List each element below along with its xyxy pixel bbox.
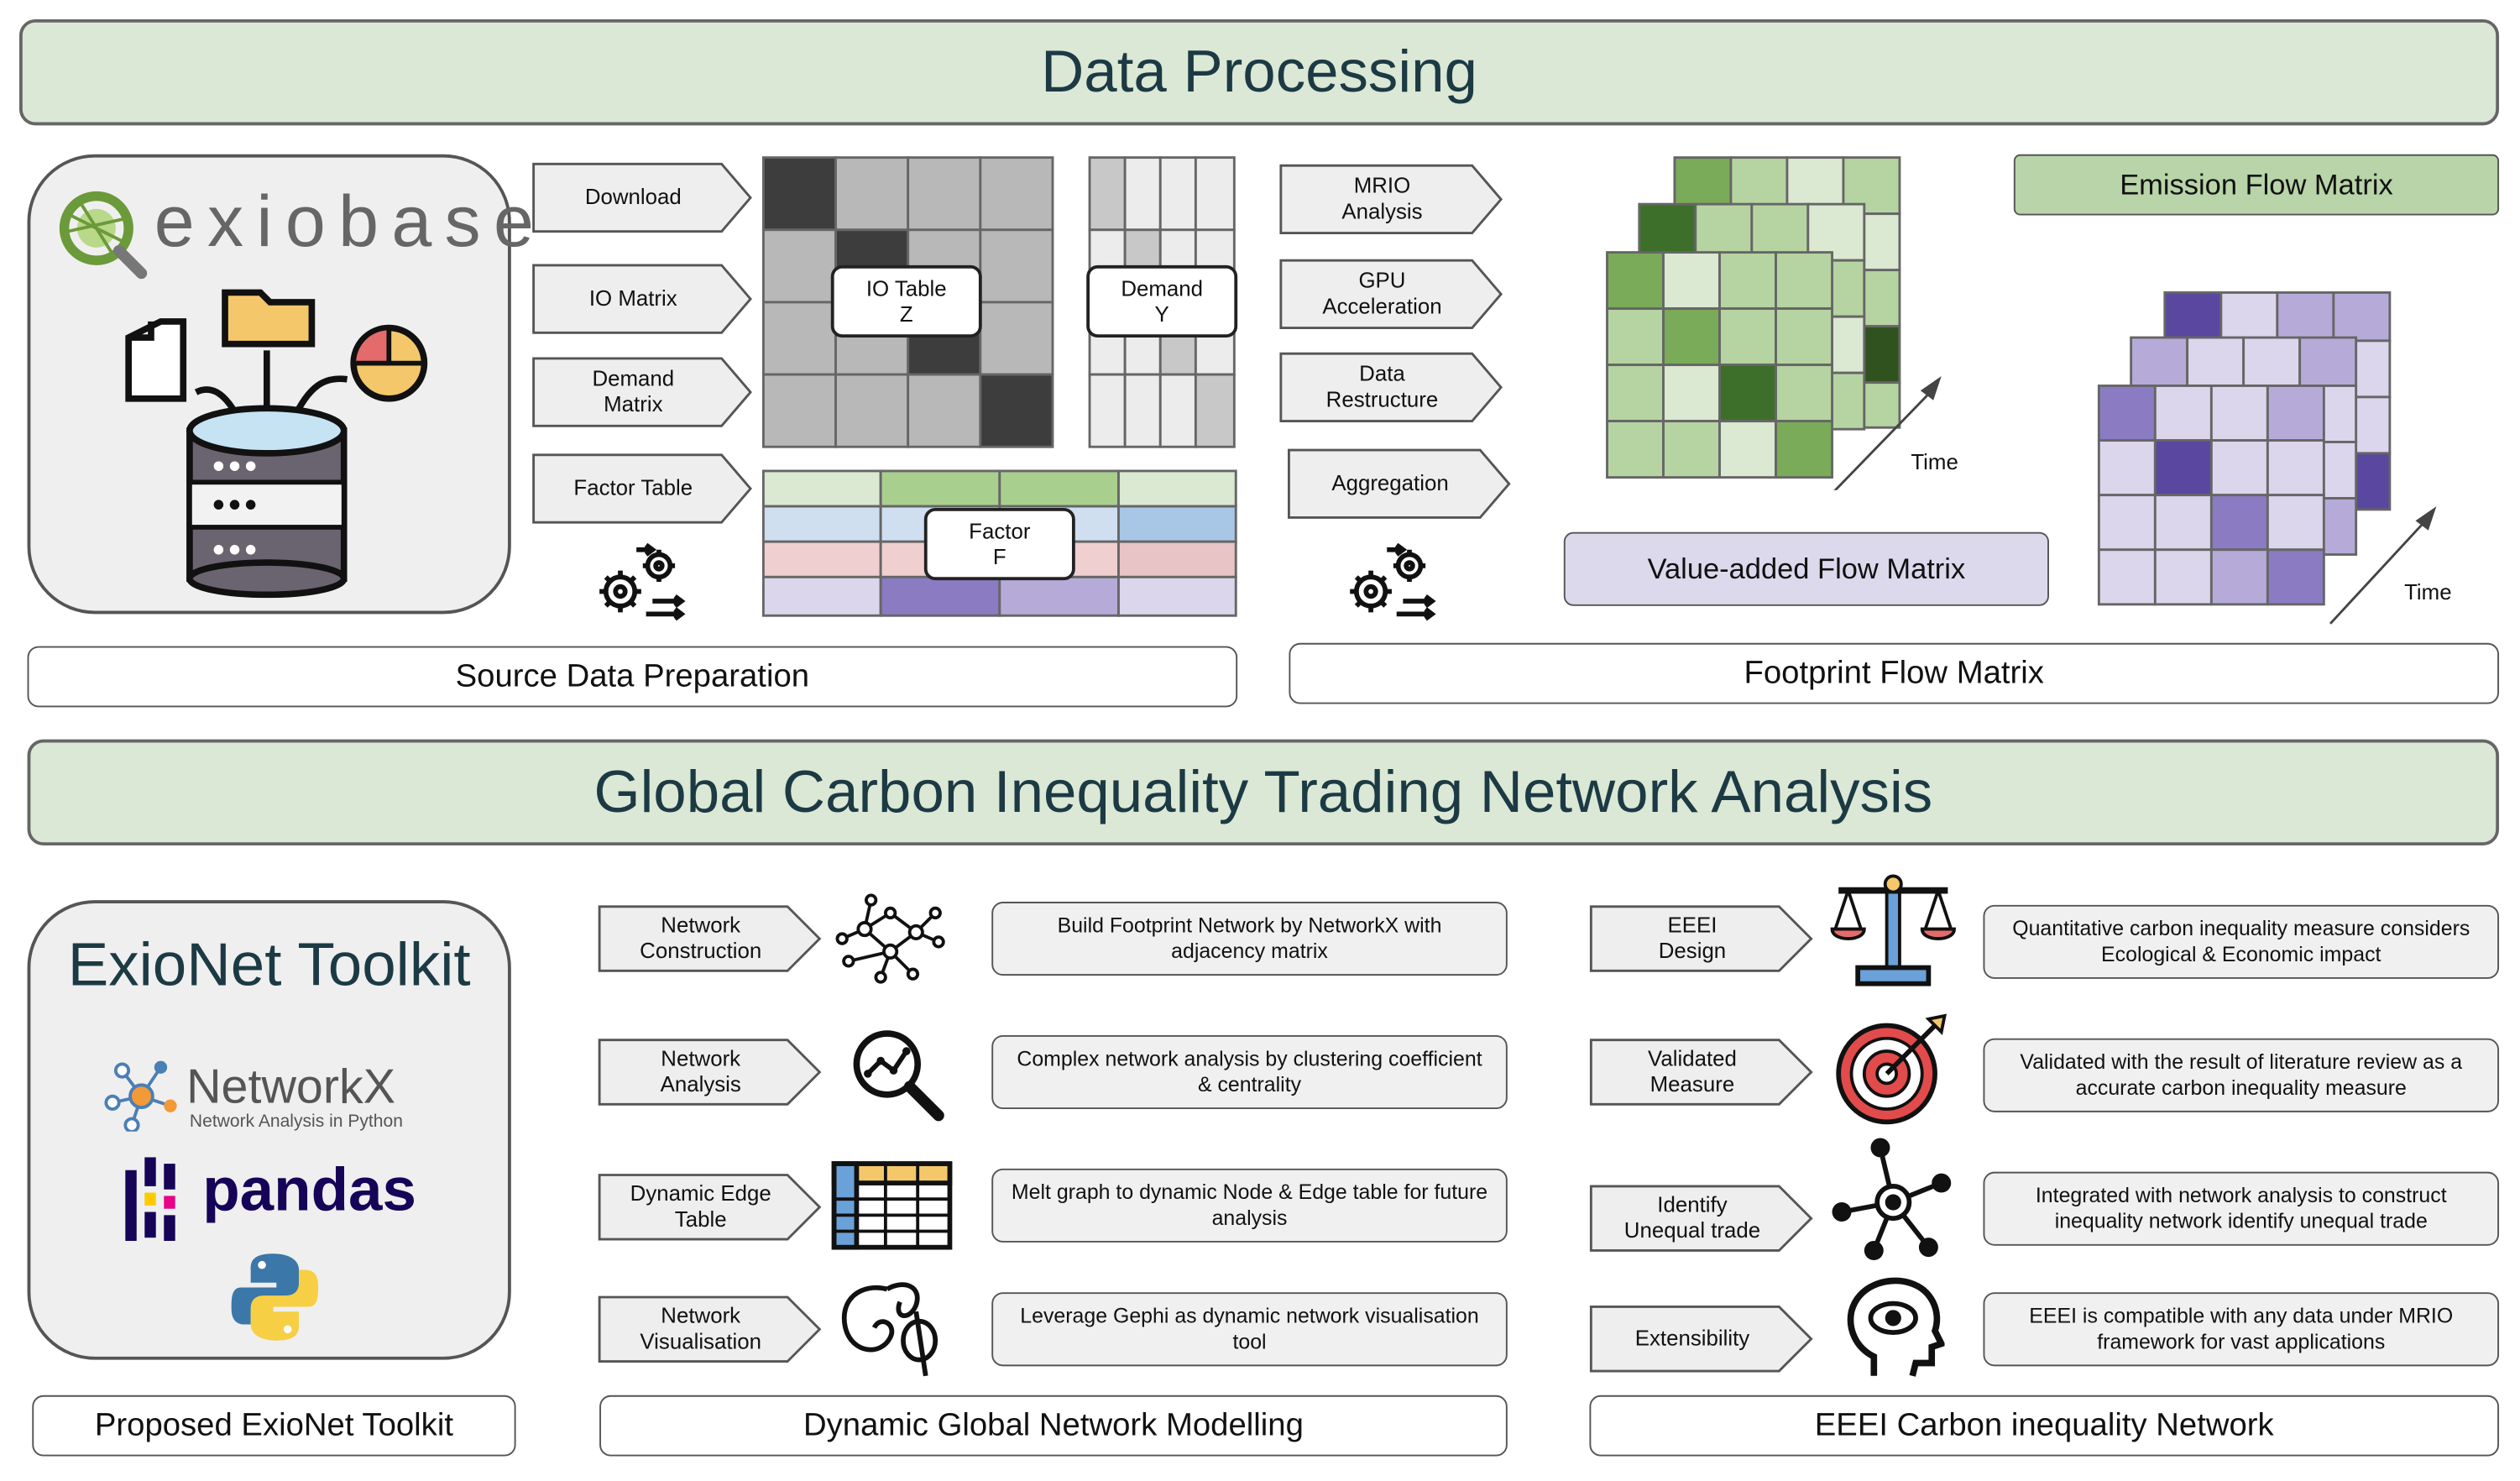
- eeei-caption: EEEI Carbon inequality Network: [1589, 1395, 2500, 1457]
- eeei-step-label: EEEI Design: [1658, 913, 1727, 963]
- time-label-green: Time: [1911, 450, 1958, 474]
- toolkit-panel: [27, 900, 511, 1360]
- dynamic-caption: Dynamic Global Network Modelling: [599, 1395, 1508, 1457]
- network-description: Complex network analysis by clustering c…: [991, 1034, 1508, 1110]
- toolkit-caption: Proposed ExioNet Toolkit: [32, 1395, 516, 1457]
- gears-icon: [1350, 542, 1436, 621]
- network-step-label: Network Analysis: [660, 1046, 741, 1096]
- eeei-step-label: Validated Measure: [1648, 1046, 1737, 1096]
- source-prep-caption: Source Data Preparation: [27, 646, 1238, 708]
- eeei-description: Integrated with network analysis to cons…: [1983, 1171, 2500, 1246]
- database-icon: [125, 289, 428, 599]
- network-step-label: Network Construction: [640, 913, 762, 963]
- network-step-arrow: [598, 905, 822, 972]
- network-step-arrow: [598, 1039, 822, 1106]
- source-step-arrow-io-matrix: [532, 264, 752, 334]
- gephi-icon: [841, 1282, 938, 1377]
- eeei-step-arrow: [1589, 1306, 1813, 1373]
- data-processing-banner: Data Processing: [18, 18, 2500, 126]
- source-step-label: Download: [584, 185, 682, 209]
- magnifier-chart-icon: [853, 1030, 944, 1122]
- source-step-arrow-download: [532, 162, 752, 233]
- network-step-arrow: [598, 1295, 822, 1363]
- exiobase-logo-text: exiobase: [154, 180, 547, 263]
- pandas-name: pandas: [202, 1157, 416, 1225]
- networkx-subtitle: Network Analysis in Python: [189, 1112, 403, 1132]
- process-step-label: MRIO Analysis: [1341, 173, 1423, 224]
- exiobase-logo-icon: [59, 191, 148, 280]
- value-added-flow-matrix-stack: [2097, 291, 2437, 625]
- network-description: Leverage Gephi as dynamic network visual…: [991, 1292, 1508, 1367]
- network-description: Melt graph to dynamic Node & Edge table …: [991, 1168, 1508, 1243]
- networkx-logo-icon: [104, 1060, 177, 1132]
- head-eye-icon: [1847, 1277, 1945, 1377]
- network-description: Build Footprint Network by NetworkX with…: [991, 902, 1508, 976]
- scales-icon: [1830, 874, 1956, 986]
- source-step-label: Factor Table: [573, 475, 693, 500]
- io-table-label: IO Table Z: [830, 264, 982, 338]
- network-step-label: Dynamic Edge Table: [630, 1181, 771, 1232]
- process-step-label: Aggregation: [1331, 470, 1449, 495]
- hub-network-icon: [1832, 1138, 1952, 1260]
- target-icon: [1836, 1013, 1947, 1125]
- eeei-step-label: Identify Unequal trade: [1623, 1192, 1761, 1243]
- source-step-label: IO Matrix: [588, 285, 677, 311]
- emission-flow-matrix-stack: [1606, 156, 1942, 490]
- python-logo-icon: [231, 1253, 319, 1341]
- network-graph-icon: [835, 893, 945, 984]
- eeei-step-arrow: [1589, 1185, 1813, 1252]
- eeei-description: Validated with the result of literature …: [1983, 1038, 2500, 1112]
- table-icon: [831, 1161, 953, 1250]
- process-step-arrow-gpu: [1279, 259, 1503, 329]
- eeei-description: EEEI is compatible with any data under M…: [1983, 1292, 2500, 1367]
- process-step-arrow-aggregation: [1287, 448, 1511, 519]
- network-step-arrow: [598, 1174, 822, 1241]
- pandas-logo-icon: [125, 1157, 175, 1241]
- value-added-flow-matrix-label: Value-added Flow Matrix: [1563, 531, 2049, 606]
- toolkit-title: ExioNet Toolkit: [67, 932, 471, 1000]
- process-step-label: GPU Acceleration: [1322, 268, 1442, 319]
- process-step-arrow-restructure: [1279, 352, 1503, 423]
- source-step-label: Demand Matrix: [592, 366, 675, 416]
- source-step-arrow-factor: [532, 453, 752, 524]
- network-step-label: Network Visualisation: [640, 1303, 762, 1354]
- footprint-caption: Footprint Flow Matrix: [1289, 642, 2500, 704]
- factor-matrix: [761, 469, 1237, 617]
- networkx-name: NetworkX: [186, 1060, 396, 1114]
- time-label-purple: Time: [2404, 580, 2452, 604]
- eeei-description: Quantitative carbon inequality measure c…: [1983, 904, 2500, 979]
- network-analysis-banner: Global Carbon Inequality Trading Network…: [27, 739, 2500, 846]
- eeei-step-label: Extensibility: [1634, 1326, 1750, 1351]
- emission-flow-matrix-label: Emission Flow Matrix: [2013, 154, 2500, 216]
- gears-icon: [599, 542, 686, 621]
- demand-label: Demand Y: [1086, 264, 1238, 338]
- source-step-arrow-demand: [532, 357, 752, 427]
- process-step-arrow-mrio: [1279, 164, 1503, 235]
- process-step-label: Data Restructure: [1325, 361, 1439, 412]
- factor-label: Factor F: [923, 507, 1075, 581]
- eeei-step-arrow: [1589, 1039, 1813, 1106]
- eeei-step-arrow: [1589, 905, 1813, 972]
